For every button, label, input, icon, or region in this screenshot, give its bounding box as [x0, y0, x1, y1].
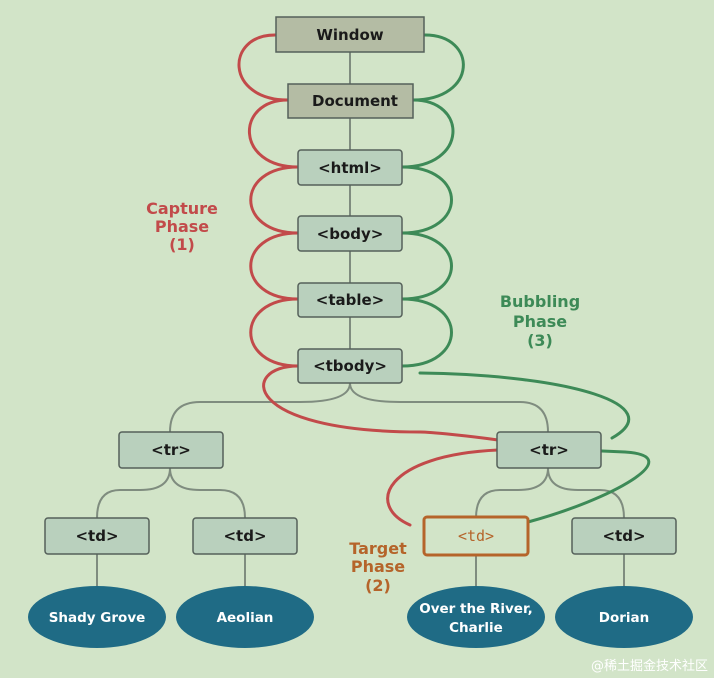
capture-arc-7	[386, 448, 500, 527]
node-window: Window	[275, 16, 425, 53]
connector-tr-td1	[96, 467, 171, 519]
bubbling-arc-5	[400, 165, 453, 235]
node-label: <tr>	[529, 441, 569, 459]
bubbling-arc-7	[411, 33, 465, 102]
leaf-label: Dorian	[599, 610, 650, 626]
connector-tbody-tr-left	[169, 382, 351, 433]
capture-line-3: (1)	[169, 235, 195, 254]
leaf-ellipse	[28, 586, 166, 648]
node-label: <body>	[317, 225, 384, 243]
node-label: <td>	[458, 527, 494, 545]
connector-tr-td4	[547, 467, 625, 519]
leaf-dorian: Dorian	[555, 586, 693, 648]
node-document: Document	[287, 83, 414, 119]
node-box	[192, 517, 298, 555]
capture-arc-6	[262, 364, 500, 442]
watermark: @稀土掘金技术社区	[591, 658, 708, 674]
connector-tr-td2	[169, 467, 246, 519]
node-box	[297, 149, 403, 186]
target-line-1: Target	[349, 539, 407, 558]
capture-line-1: Capture	[146, 199, 218, 218]
capture-arc-4	[249, 231, 300, 301]
node-label: <td>	[223, 527, 266, 545]
bubbling-line-2: Phase	[513, 312, 567, 331]
node-box	[287, 83, 414, 119]
node-box	[496, 431, 602, 469]
node-box	[275, 16, 425, 53]
node-tr-right: <tr>	[496, 431, 602, 469]
leaf-label-line1: Over the River,	[419, 601, 533, 617]
node-box	[44, 517, 150, 555]
capture-arcs	[237, 33, 500, 527]
node-box	[571, 517, 677, 555]
bubbling-arc-2	[418, 371, 630, 440]
bubbling-line-1: Bubbling	[500, 292, 580, 311]
leaf-over-the-river: Over the River, Charlie	[407, 586, 545, 648]
node-label: <tbody>	[313, 357, 387, 375]
connector-tbody-tr-right	[349, 382, 549, 433]
target-line-2: Phase	[351, 557, 405, 576]
leaf-ellipse	[176, 586, 314, 648]
node-table: <table>	[297, 282, 403, 318]
capture-arc-3	[249, 165, 300, 235]
leaf-ellipse	[407, 586, 545, 648]
bubbling-arcs	[400, 33, 651, 524]
bubbling-arc-3	[400, 297, 453, 368]
capture-arc-5	[249, 297, 300, 368]
node-tbody: <tbody>	[297, 348, 403, 384]
node-td-2: <td>	[192, 517, 298, 555]
node-box	[118, 431, 224, 469]
bubbling-arc-6	[400, 98, 455, 169]
node-box	[297, 215, 403, 252]
node-box	[297, 348, 403, 384]
node-label: <td>	[75, 527, 118, 545]
capture-phase-label: Capture Phase (1)	[146, 199, 218, 254]
node-td-target: <td>	[422, 515, 530, 557]
node-body: <body>	[297, 215, 403, 252]
node-label: <table>	[316, 291, 384, 309]
node-label: Window	[316, 26, 383, 44]
bubbling-line-3: (3)	[527, 331, 553, 350]
tree-connectors	[96, 52, 625, 586]
node-box-target	[422, 515, 530, 557]
connector-tr-td-target	[475, 467, 549, 519]
node-td-4: <td>	[571, 517, 677, 555]
leaf-label: Aeolian	[217, 610, 274, 626]
leaf-label: Shady Grove	[49, 610, 146, 626]
target-phase-label: Target Phase (2)	[349, 539, 407, 595]
leaf-label-line2: Charlie	[449, 620, 503, 636]
node-label: <html>	[318, 159, 382, 177]
node-td-1: <td>	[44, 517, 150, 555]
capture-arc-1	[237, 33, 290, 102]
bubbling-phase-label: Bubbling Phase (3)	[500, 292, 580, 350]
target-line-3: (2)	[365, 576, 391, 595]
node-html: <html>	[297, 149, 403, 186]
node-label: <tr>	[151, 441, 191, 459]
capture-arc-2	[248, 98, 300, 169]
node-tr-left: <tr>	[118, 431, 224, 469]
capture-line-2: Phase	[155, 217, 209, 236]
bubbling-arc-1	[526, 449, 651, 524]
leaf-aeolian: Aeolian	[176, 586, 314, 648]
leaf-ellipse	[555, 586, 693, 648]
leaf-shady-grove: Shady Grove	[28, 586, 166, 648]
node-box	[297, 282, 403, 318]
node-label: Document	[312, 92, 398, 110]
bubbling-arc-4	[400, 231, 453, 301]
node-label: <td>	[602, 527, 645, 545]
